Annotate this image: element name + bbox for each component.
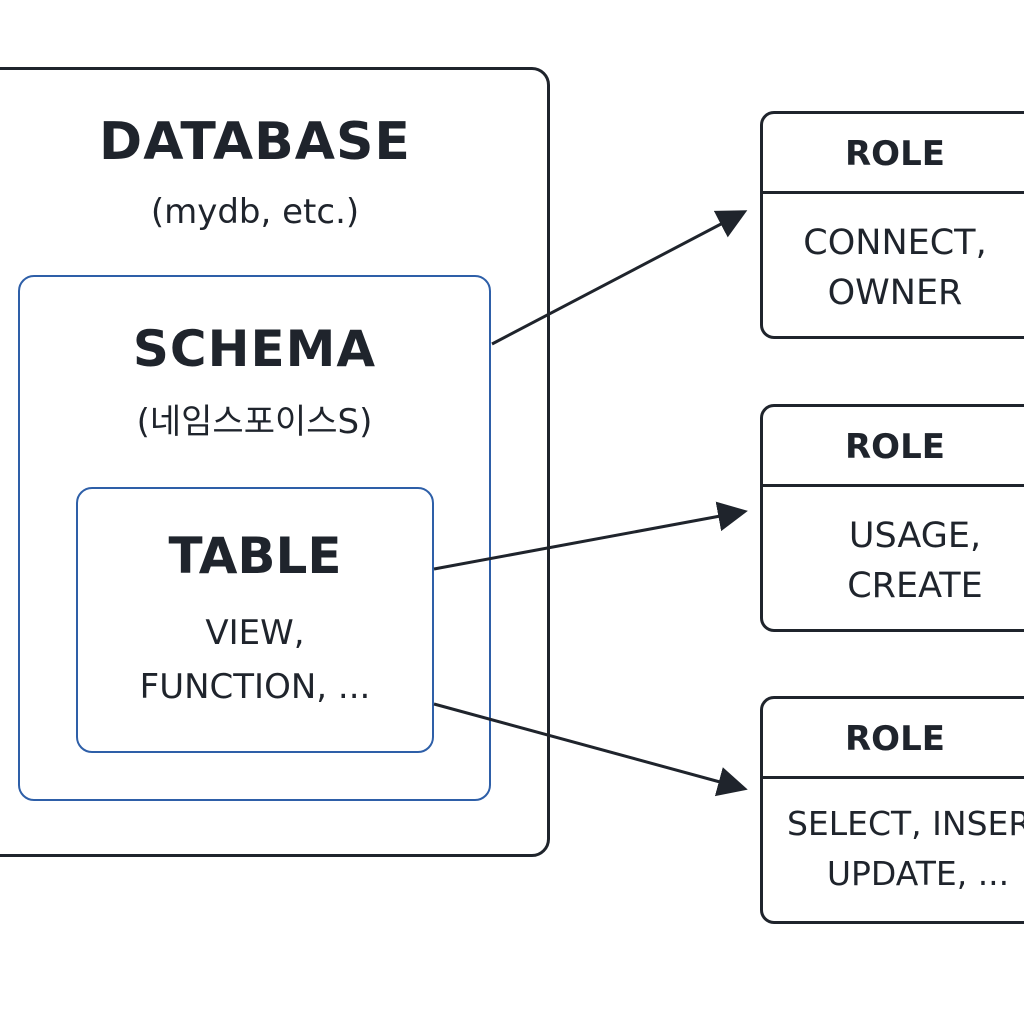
- role-header-3: ROLE: [763, 699, 1024, 779]
- role-title-3: ROLE: [845, 719, 945, 759]
- role-box-1: ROLE CONNECT, OWNER: [760, 111, 1024, 339]
- role-box-3: ROLE SELECT, INSERT UPDATE, ...: [760, 696, 1024, 924]
- schema-subtitle: (네임스포이스S): [136, 402, 373, 442]
- table-box: [76, 487, 434, 753]
- database-title: DATABASE: [99, 112, 411, 172]
- role-title-2: ROLE: [845, 427, 945, 467]
- role-privileges-3: SELECT, INSERT UPDATE, ...: [786, 804, 1024, 893]
- role-privileges-1: CONNECT, OWNER: [803, 223, 987, 313]
- role-header-2: ROLE: [763, 407, 1024, 487]
- table-title: TABLE: [168, 527, 342, 585]
- role-box-2: ROLE USAGE, CREATE: [760, 404, 1024, 632]
- role-title-1: ROLE: [845, 134, 945, 174]
- role-header-1: ROLE: [763, 114, 1024, 194]
- database-subtitle: (mydb, etc.): [150, 192, 360, 232]
- database-box: [0, 67, 550, 857]
- role-privileges-2: USAGE, CREATE: [847, 516, 983, 606]
- schema-title: SCHEMA: [132, 320, 377, 378]
- table-subtitle: VIEW, FUNCTION, ...: [139, 613, 371, 707]
